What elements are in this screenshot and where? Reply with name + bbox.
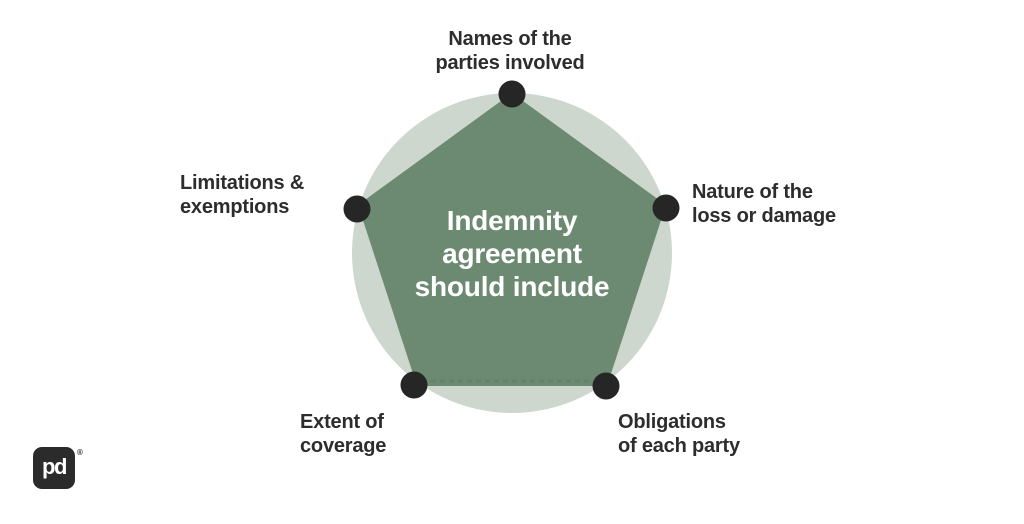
label-line: Names of the <box>448 28 572 50</box>
vertex-dot-top <box>498 80 526 108</box>
label-line: Obligations <box>618 411 726 433</box>
vertex-dot-left <box>343 195 371 223</box>
label-line: Limitations & <box>180 172 305 194</box>
label-line: coverage <box>300 435 387 457</box>
label-line: loss or damage <box>692 205 836 227</box>
diagram-center-title: Indemnity agreement should include <box>382 204 642 303</box>
center-title-line: Indemnity <box>446 205 578 236</box>
label-line: of each party <box>618 435 740 457</box>
label-names-of-parties: Names of the parties involved <box>380 27 640 75</box>
center-title-line: should include <box>414 271 610 302</box>
vertex-dot-right <box>652 194 680 222</box>
pentagon-shape <box>358 93 666 386</box>
registered-trademark-icon: ® <box>77 448 83 457</box>
center-title-line: agreement <box>442 238 582 269</box>
label-line: Extent of <box>300 411 384 433</box>
label-line: Nature of the <box>692 181 813 203</box>
label-nature-of-loss: Nature of the loss or damage <box>692 180 836 228</box>
label-limitations-exemptions: Limitations & exemptions <box>180 171 304 219</box>
label-obligations: Obligations of each party <box>618 410 740 458</box>
vertex-dot-bottom-right <box>592 372 620 400</box>
pandadoc-logo: pd <box>33 447 75 489</box>
label-line: exemptions <box>180 196 290 218</box>
label-line: parties involved <box>435 52 585 74</box>
vertex-dot-bottom-left <box>400 371 428 399</box>
label-extent-of-coverage: Extent of coverage <box>300 410 386 458</box>
pandadoc-logo-glyph: pd <box>42 454 67 479</box>
